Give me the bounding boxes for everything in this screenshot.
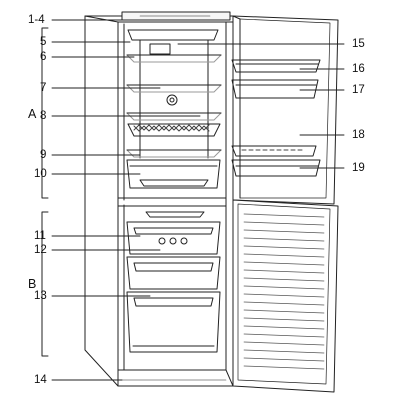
- callout-18: 18: [352, 129, 365, 141]
- section-label-a: A: [28, 107, 37, 121]
- callout-13: 13: [34, 290, 47, 302]
- callout-1-4: 1-4: [28, 14, 45, 26]
- callout-8: 8: [40, 110, 47, 122]
- callout-19: 19: [352, 162, 365, 174]
- callout-7: 7: [40, 82, 47, 94]
- callout-14: 14: [34, 374, 47, 386]
- callout-15: 15: [352, 38, 365, 50]
- callout-11: 11: [34, 230, 46, 242]
- callout-12: 12: [34, 244, 47, 256]
- callout-17: 17: [352, 84, 365, 96]
- callout-16: 16: [352, 63, 365, 75]
- callout-10: 10: [34, 168, 47, 180]
- callout-5: 5: [40, 36, 47, 48]
- callout-9: 9: [40, 149, 47, 161]
- section-label-b: B: [28, 277, 37, 291]
- callout-6: 6: [40, 51, 47, 63]
